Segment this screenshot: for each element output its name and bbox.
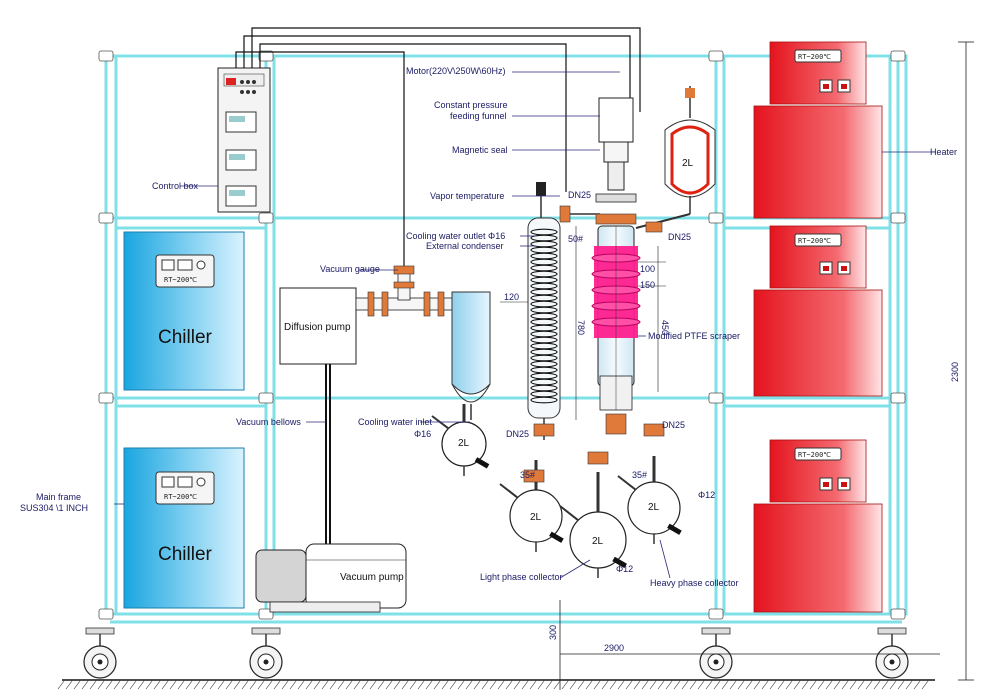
- frame-joint: [890, 50, 906, 62]
- dn25-flange: [523, 469, 545, 483]
- caster-wheel: [83, 627, 117, 679]
- dim-300: 300: [548, 625, 558, 640]
- cold-trap: [451, 291, 491, 420]
- frame-joint: [258, 212, 274, 224]
- heater-middle: [753, 225, 883, 397]
- label-control-box: Control box: [152, 181, 199, 191]
- frame-joint: [708, 392, 724, 404]
- label-vacuum-bellows: Vacuum bellows: [236, 417, 301, 427]
- chiller-lower: [123, 447, 245, 609]
- frame-joint: [98, 212, 114, 224]
- label-dn25-right: DN25: [668, 232, 691, 242]
- dim-2900: 2900: [604, 643, 624, 653]
- feeding-funnel: [635, 86, 716, 233]
- dim-2300: 2300: [950, 362, 960, 382]
- leader-lines: [114, 71, 936, 579]
- label-dn25-bottom: DN25: [506, 429, 529, 439]
- heater-bottom-range: RT~200℃: [798, 451, 831, 459]
- frame-joint: [258, 608, 274, 620]
- chiller-upper-range: RT~200℃: [164, 276, 197, 284]
- label-35hash-b: 35#: [632, 470, 647, 480]
- label-phi12-b: Φ12: [616, 564, 633, 574]
- control-wiring: [235, 27, 641, 270]
- light-phase-flask: [499, 460, 564, 552]
- heater-middle-range: RT~200℃: [798, 237, 831, 245]
- label-vacuum-gauge: Vacuum gauge: [320, 264, 380, 274]
- dim-780: 780: [576, 320, 586, 335]
- control-box: [217, 67, 271, 213]
- label-ptfe-scraper: Modified PTFE scraper: [648, 331, 740, 341]
- flask-heavy-capacity: 2L: [648, 502, 660, 513]
- heater-top: [753, 41, 883, 219]
- label-phi16: Φ16: [414, 429, 431, 439]
- frame-joint: [890, 212, 906, 224]
- label-vacuum-pump: Vacuum pump: [340, 572, 404, 583]
- floor: [57, 679, 935, 690]
- dim-450: 450: [660, 320, 670, 335]
- external-condenser: [527, 182, 600, 440]
- chiller-upper: [123, 231, 245, 391]
- dn25-flange: [587, 451, 609, 465]
- dim-100: 100: [640, 264, 655, 274]
- heater-bottom: [753, 439, 883, 613]
- label-magnetic-seal: Magnetic seal: [452, 145, 508, 155]
- label-funnel-line1: Constant pressure: [434, 100, 508, 110]
- heavy-phase-flask: [617, 456, 682, 544]
- flask-light-capacity: 2L: [530, 512, 542, 523]
- frame-joint: [708, 50, 724, 62]
- label-phi12-a: Φ12: [698, 490, 715, 500]
- frame-joint: [98, 608, 114, 620]
- label-cooling-outlet: Cooling water outlet Φ16: [406, 231, 505, 241]
- flask-top-capacity: 2L: [682, 158, 694, 169]
- frame-joint: [708, 212, 724, 224]
- label-dn25-top: DN25: [568, 190, 591, 200]
- flask-receiver-capacity: 2L: [458, 438, 470, 449]
- label-vapor-temperature: Vapor temperature: [430, 191, 504, 201]
- heater-top-range: RT~200℃: [798, 53, 831, 61]
- label-heater: Heater: [930, 147, 957, 157]
- label-diffusion-pump: Diffusion pump: [284, 322, 351, 333]
- label-main-frame-1: Main frame: [36, 492, 81, 502]
- dn25-flange: [643, 423, 665, 437]
- vacuum-pump: [255, 543, 407, 613]
- dim-120: 120: [504, 292, 519, 302]
- caster-wheel: [875, 627, 909, 679]
- main-frame: [98, 50, 908, 624]
- label-dn25-lower-right: DN25: [662, 420, 685, 430]
- frame-joint: [98, 50, 114, 62]
- chiller-lower-range: RT~200℃: [164, 493, 197, 501]
- label-funnel-line2: feeding funnel: [450, 111, 507, 121]
- label-light-collector: Light phase collector: [480, 572, 563, 582]
- casters: [83, 627, 909, 679]
- frame-joint: [98, 392, 114, 404]
- label-heavy-collector: Heavy phase collector: [650, 578, 739, 588]
- dimension-lines: [500, 41, 974, 690]
- dim-150: 150: [640, 280, 655, 290]
- label-chiller-lower: Chiller: [158, 544, 213, 565]
- label-main-frame-2: SUS304 \1 INCH: [20, 503, 88, 513]
- center-flask: [559, 472, 627, 578]
- label-external-condenser: External condenser: [426, 241, 504, 251]
- label-motor: Motor(220V\250W\60Hz): [406, 66, 506, 76]
- flask-center-capacity: 2L: [592, 536, 604, 547]
- diffusion-pump: [279, 287, 357, 560]
- frame-joint: [890, 392, 906, 404]
- label-35hash-a: 35#: [520, 470, 535, 480]
- frame-joint: [890, 608, 906, 620]
- annotations: Motor(220V\250W\60Hz) Constant pressure …: [20, 53, 960, 653]
- label-50hash: 50#: [568, 234, 583, 244]
- label-chiller-upper: Chiller: [158, 327, 213, 348]
- frame-joint: [258, 50, 274, 62]
- caster-wheel: [249, 627, 283, 679]
- frame-joint: [708, 608, 724, 620]
- caster-wheel: [699, 627, 733, 679]
- label-cooling-inlet: Cooling water inlet: [358, 417, 433, 427]
- frame-joint: [258, 392, 274, 404]
- evaporator-column: [591, 97, 641, 435]
